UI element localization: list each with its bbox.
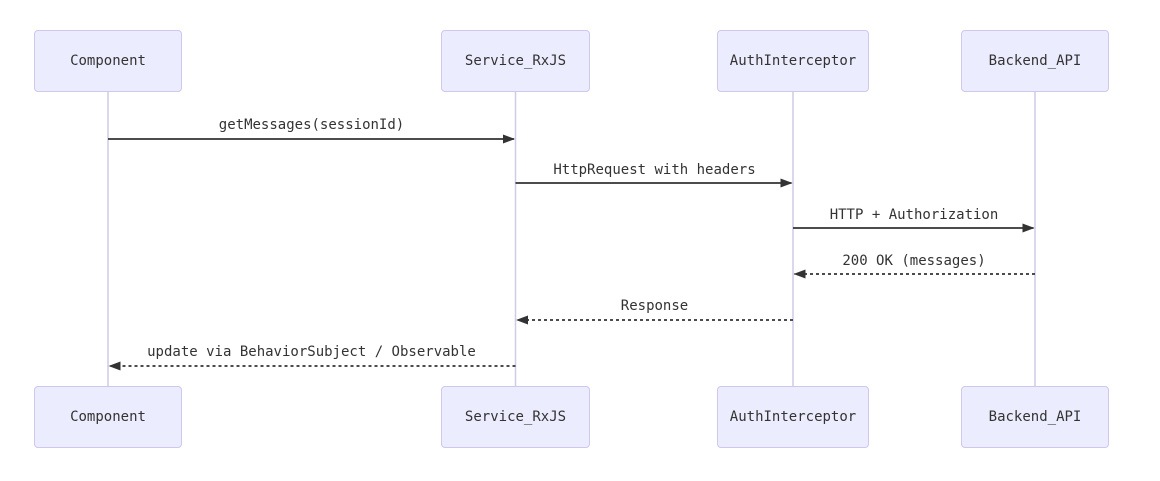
message-label-http-auth: HTTP + Authorization	[829, 207, 999, 223]
message-label-update-subject: update via BehaviorSubject / Observable	[147, 344, 476, 360]
actor-bottom-authinterceptor: AuthInterceptor	[717, 386, 869, 448]
actor-bottom-backend-api: Backend_API	[961, 386, 1109, 448]
actor-label-component: Component	[70, 409, 146, 425]
message-label-response: Response	[620, 298, 689, 314]
actor-top-authinterceptor: AuthInterceptor	[717, 30, 869, 92]
actor-label-authinterceptor: AuthInterceptor	[729, 409, 857, 425]
actor-top-component: Component	[34, 30, 182, 92]
actor-top-service-rxjs: Service_RxJS	[441, 30, 590, 92]
actor-label-backend-api: Backend_API	[988, 53, 1082, 69]
actor-label-backend-api: Backend_API	[988, 409, 1082, 425]
message-label-http-request: HttpRequest with headers	[553, 162, 756, 178]
actor-label-authinterceptor: AuthInterceptor	[729, 53, 857, 69]
actor-label-service-rxjs: Service_RxJS	[464, 409, 567, 425]
actor-bottom-service-rxjs: Service_RxJS	[441, 386, 590, 448]
message-label-get-messages: getMessages(sessionId)	[218, 117, 405, 133]
actor-label-component: Component	[70, 53, 146, 69]
actor-label-service-rxjs: Service_RxJS	[464, 53, 567, 69]
actor-top-backend-api: Backend_API	[961, 30, 1109, 92]
message-label-200-ok: 200 OK (messages)	[842, 253, 986, 269]
actor-bottom-component: Component	[34, 386, 182, 448]
